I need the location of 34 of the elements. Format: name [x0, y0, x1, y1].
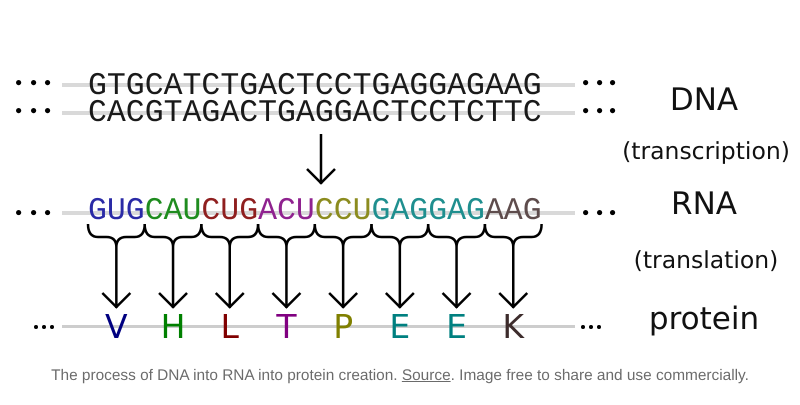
dna-sequence: CACGTAGACTGAGGACTCCTCTTC [88, 100, 542, 127]
codon-brace-arrow [484, 222, 543, 310]
amino-acid-letter: E [446, 308, 467, 346]
amino-acid-letter: L [220, 308, 239, 346]
amino-acid-letter: P [333, 308, 354, 346]
amino-acid-letter: E [389, 308, 410, 346]
amino-acid-letter: V [105, 308, 128, 346]
codon-brace-arrow [426, 222, 486, 310]
codon-brace-arrow [143, 222, 203, 310]
row-label: (transcription) [622, 138, 790, 166]
caption: The process of DNA into RNA into protein creation. Source. Image free to share and use commercially. [51, 367, 749, 385]
dna-sequence: GTGCATCTGACTCCTGAGGAGAAG [88, 73, 542, 100]
codon-brace-arrow [314, 222, 373, 310]
codon: CCU [314, 200, 372, 224]
codon-brace-arrow [370, 222, 430, 310]
codon: GAG [428, 200, 485, 224]
row-label: (translation) [634, 247, 778, 274]
amino-acid-letter: K [502, 308, 524, 346]
row-label: protein [648, 301, 760, 338]
codon-brace-arrow [200, 222, 260, 310]
codon: GAG [372, 200, 428, 224]
codon: ACU [258, 200, 315, 224]
codon: AAG [484, 200, 542, 224]
row-label: DNA [670, 82, 738, 118]
codon: CUG [201, 200, 258, 224]
row-label: RNA [671, 186, 737, 222]
amino-acid-letter: H [160, 308, 186, 346]
codon: CAU [144, 200, 202, 224]
amino-acid-letter: T [276, 308, 297, 346]
source-link: Source [402, 367, 451, 384]
codon: GUG [88, 200, 145, 224]
codon-brace-arrow [256, 222, 316, 310]
arrow [306, 134, 336, 184]
codon-brace-arrow [86, 222, 146, 310]
